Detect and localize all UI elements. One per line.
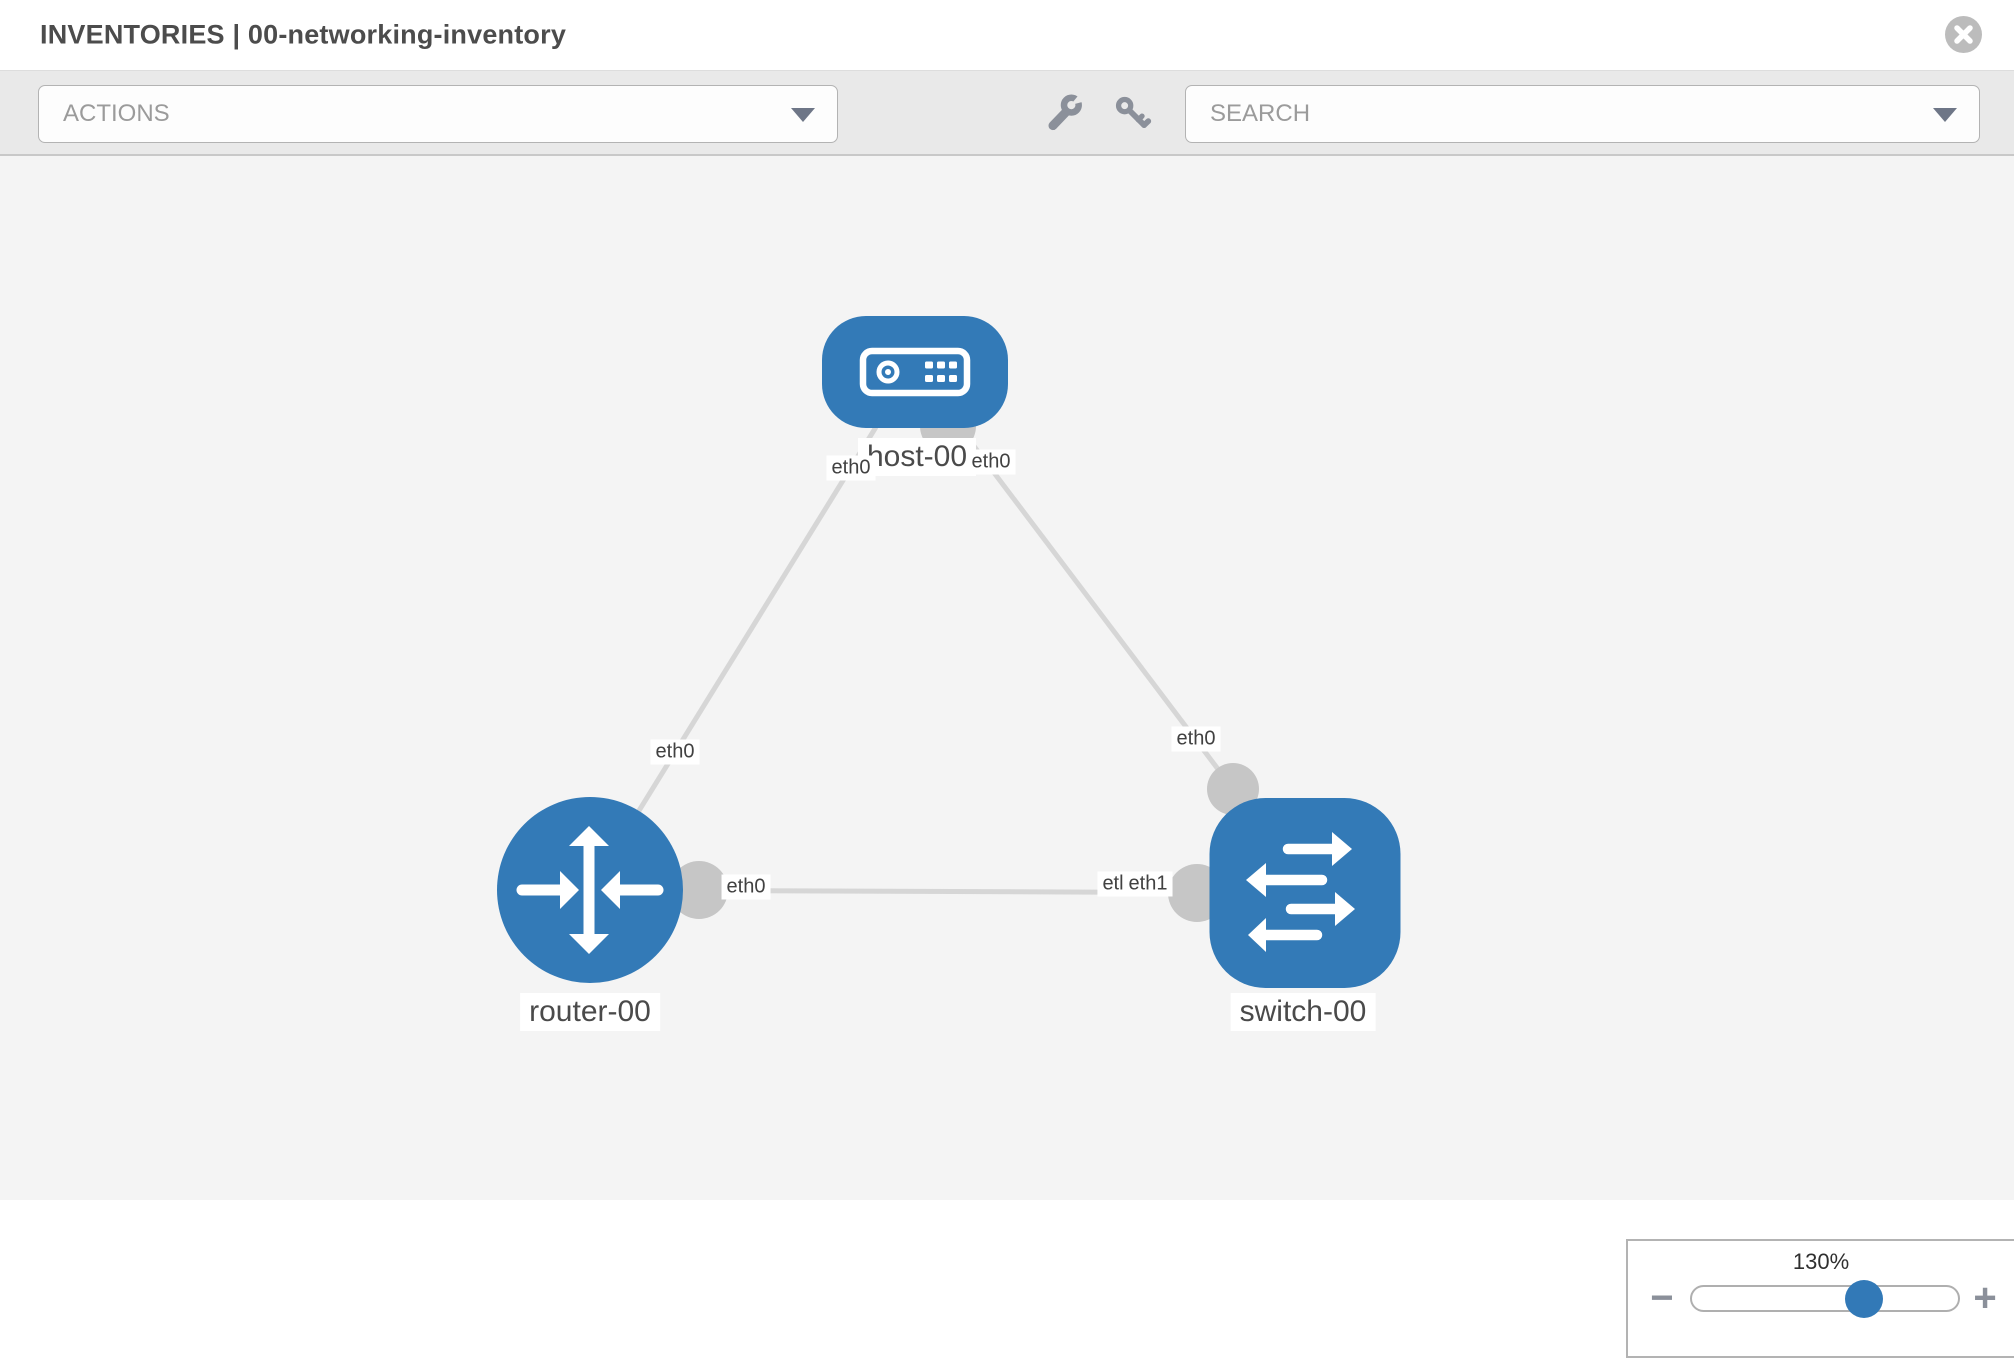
interface-label: eth0 [966,449,1016,475]
node-host-00 [822,316,1008,428]
toolbar: ACTIONS SEARCH [0,70,2014,156]
host-icon [859,347,971,397]
interface-connector [670,861,728,919]
close-icon [1954,25,1973,44]
actions-dropdown[interactable]: ACTIONS [38,85,838,143]
node-switch-00 [1209,798,1401,988]
zoom-panel: 130% − + [1626,1239,2014,1358]
key-icon [1115,96,1152,128]
zoom-level-label: 130% [1792,1249,1850,1274]
credentials-button[interactable] [1110,91,1154,135]
router-icon [516,826,664,954]
zoom-slider-thumb[interactable] [1845,1280,1884,1318]
node-label: switch-00 [1230,993,1376,1031]
host-node[interactable] [822,316,1008,428]
node-label: host-00 [857,438,977,476]
interface-label: etl [1097,871,1129,897]
interface-label: eth1 [1123,871,1173,897]
search-dropdown[interactable]: SEARCH [1185,85,1980,143]
configure-button[interactable] [1042,91,1086,135]
interface-label: eth0 [1171,726,1221,752]
interface-label: eth0 [826,455,876,481]
interface-label: eth0 [650,739,700,765]
interface-label: eth0 [721,874,771,900]
node-router-00 [497,797,683,983]
toolbar-tools [1042,71,1154,154]
zoom-slider-track[interactable] [1690,1285,1960,1312]
switch-icon [1246,832,1355,952]
actions-dropdown-label: ACTIONS [63,100,170,127]
caret-down-icon [1933,108,1957,122]
zoom-out-button[interactable]: − [1650,1276,1674,1320]
caret-down-icon [791,108,815,122]
node-label: router-00 [520,993,660,1031]
close-button[interactable] [1945,16,1982,53]
switch-node[interactable] [1209,798,1401,988]
page-title: INVENTORIES | 00-networking-inventory [40,19,567,50]
search-dropdown-label: SEARCH [1210,100,1311,127]
topology-canvas[interactable]: host-00 router-00 switch-00 eth0 eth0 eth0 eth… [0,156,2014,1358]
wrench-icon [1048,92,1085,130]
header: INVENTORIES | 00-networking-inventory [0,0,2014,70]
zoom-in-button[interactable]: + [1973,1276,1997,1320]
